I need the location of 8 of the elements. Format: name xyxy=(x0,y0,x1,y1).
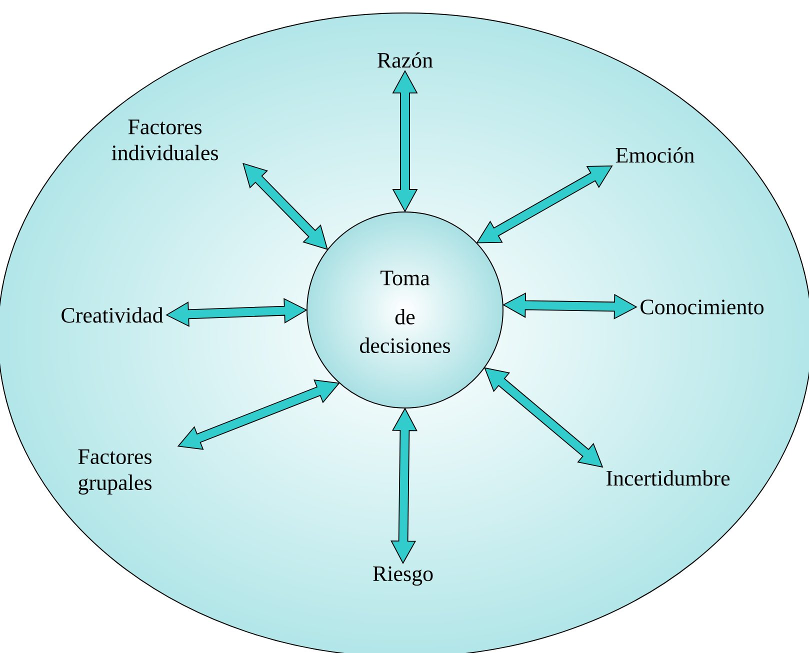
factor-label: Conocimiento xyxy=(640,300,764,314)
factor-label: Creatividad xyxy=(62,307,164,323)
factor-label: Incertidumbre xyxy=(606,470,730,486)
factor-label: Factores individuales xyxy=(112,120,218,160)
factor-label: Factores grupales xyxy=(78,449,152,495)
factor-label: Riesgo xyxy=(373,566,433,586)
factor-label: Emoción xyxy=(616,147,694,163)
factor-label: Razón xyxy=(378,52,433,68)
